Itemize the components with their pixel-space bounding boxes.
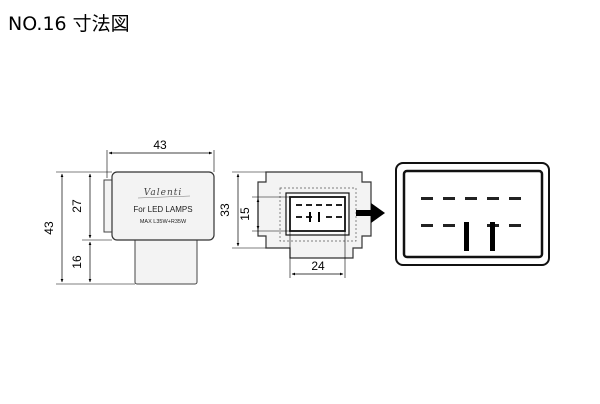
pin: [296, 216, 302, 218]
front-connector: [134, 237, 198, 285]
detail-pin: [421, 224, 433, 227]
pin: [326, 204, 332, 206]
pin: [316, 204, 322, 206]
brand-underline: [137, 195, 191, 199]
dim-rear-connector-height: 15: [238, 207, 252, 221]
dim-front-width: 43: [153, 138, 167, 152]
pin: [296, 204, 302, 206]
dim-front-height-connector: 16: [70, 255, 84, 269]
dim-front-height-total: 43: [42, 221, 56, 235]
pin: [306, 204, 312, 206]
dim-front-height-body: 27: [70, 199, 84, 213]
brand-logo: Valenti: [144, 188, 183, 198]
detail-pin: [509, 197, 521, 200]
front-body: [111, 171, 215, 241]
detail-key: [490, 222, 495, 251]
rear-view: 33 15 24: [218, 171, 372, 278]
pin: [326, 216, 332, 218]
detail-pin: [443, 197, 455, 200]
rear-inner-dashed: [279, 187, 357, 242]
pin: [336, 216, 342, 218]
detail-pin: [421, 197, 433, 200]
connector-key: [318, 212, 320, 222]
right-arrow-icon: [356, 203, 385, 223]
page-title: NO.16 寸法図: [8, 13, 130, 35]
detail-pin: [509, 224, 521, 227]
connector-key: [309, 212, 311, 222]
detail-pin: [443, 224, 455, 227]
rear-connector-inner: [289, 196, 346, 232]
product-label: For LED LAMPS: [133, 205, 192, 214]
product-rating: MAX L35W+R35W: [140, 219, 187, 225]
pin: [336, 204, 342, 206]
detail-pin: [465, 197, 477, 200]
dim-rear-height: 33: [218, 203, 232, 217]
detail-pin: [487, 197, 499, 200]
detail-frame-inner: [402, 169, 544, 259]
dim-rear-connector-width: 24: [311, 259, 325, 273]
connector-detail: [395, 162, 550, 266]
detail-key: [464, 222, 469, 251]
front-view: Valenti For LED LAMPS MAX L35W+R35W 43 4…: [42, 138, 215, 285]
